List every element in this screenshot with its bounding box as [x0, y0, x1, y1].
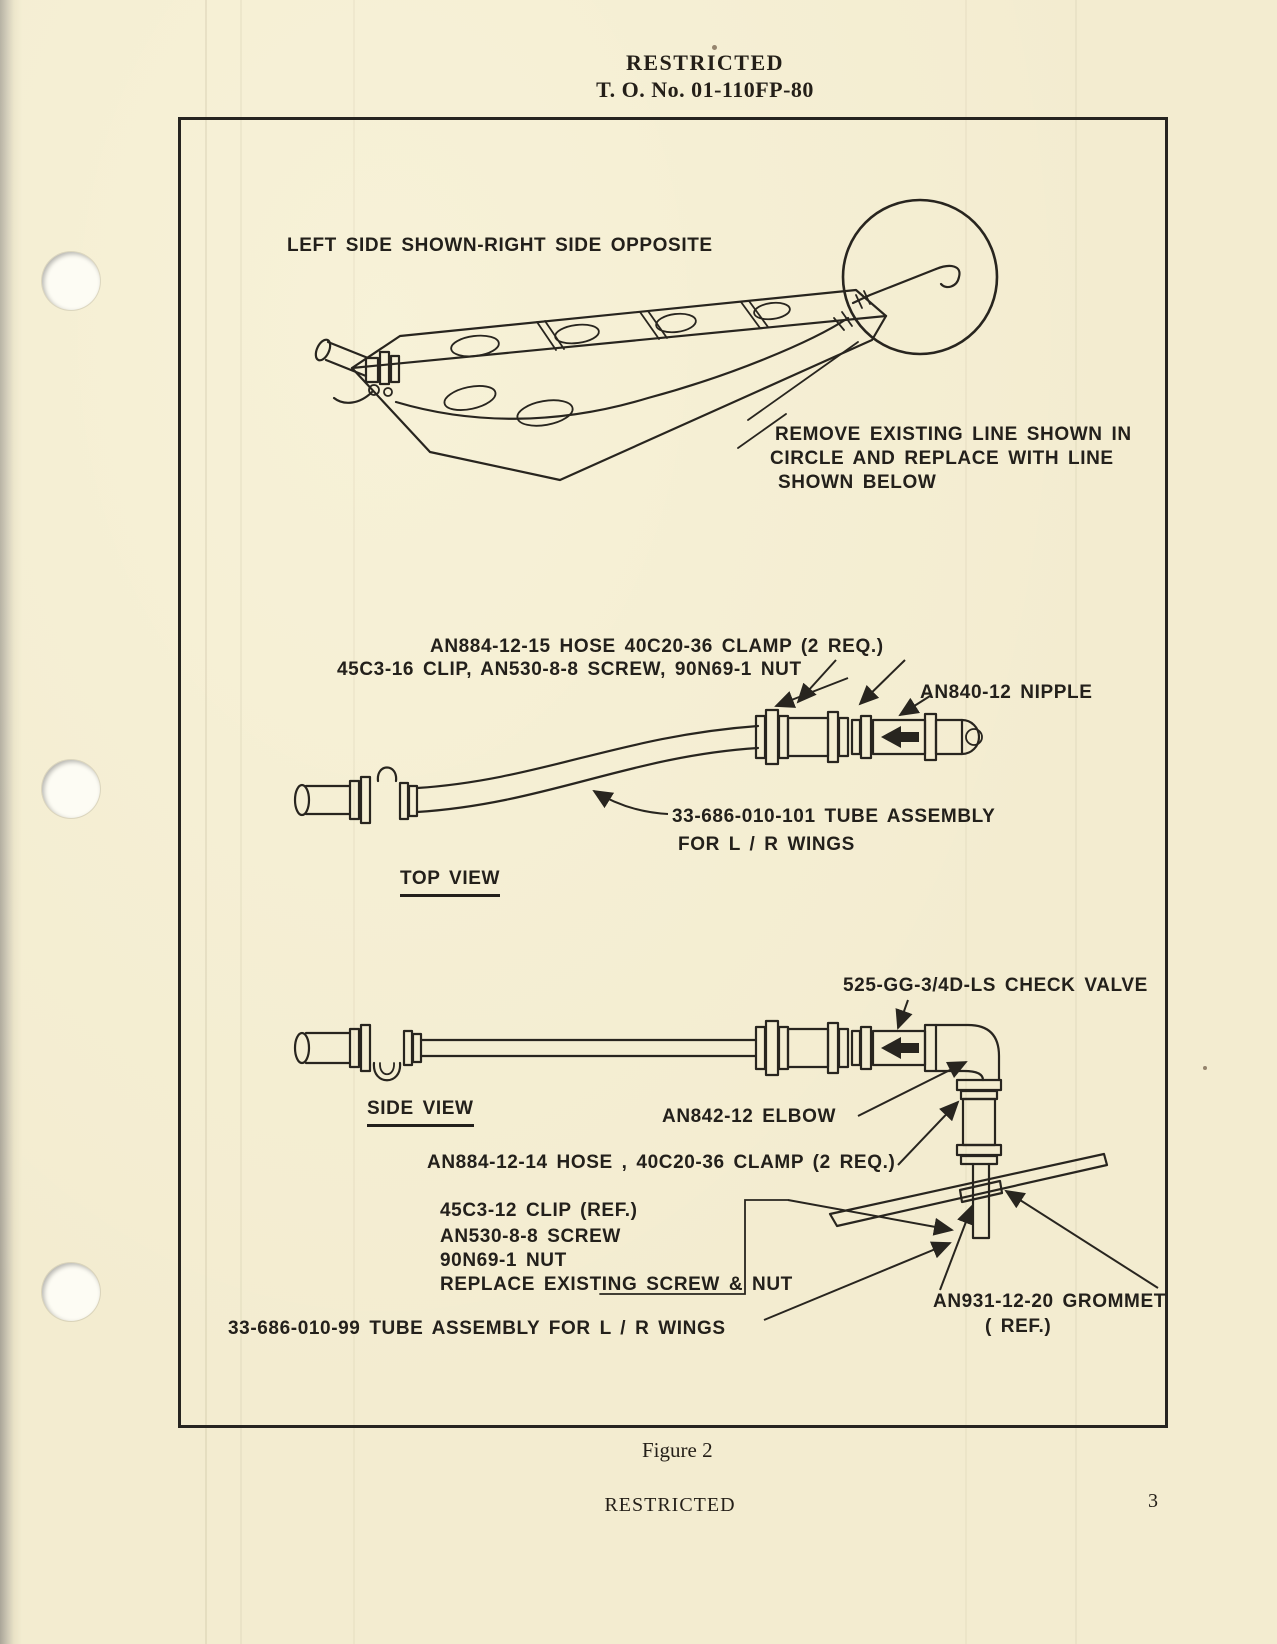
paper-crease: [205, 0, 207, 1644]
punch-hole: [42, 252, 100, 310]
top-view-label: TOP VIEW: [400, 868, 501, 897]
sideview-check-valve-callout: 525-GG-3/4D-LS CHECK VALVE: [843, 975, 1148, 996]
footer-classification: RESTRICTED: [604, 1494, 736, 1516]
sideview-tube-assembly-callout: 33-686-010-99 TUBE ASSEMBLY FOR L / R WI…: [228, 1318, 726, 1339]
page-number: 3: [1148, 1490, 1158, 1512]
wing-illustration: [314, 288, 888, 482]
clip-block-line4: REPLACE EXISTING SCREW & NUT: [440, 1274, 793, 1295]
paper-speck: [1203, 1066, 1207, 1070]
detail-note-line1: REMOVE EXISTING LINE SHOWN IN: [775, 424, 1132, 445]
paper-speck: [712, 45, 717, 50]
side-view-label: SIDE VIEW: [367, 1098, 474, 1127]
sideview-hose-clamp-callout: AN884-12-14 HOSE , 40C20-36 CLAMP (2 REQ…: [427, 1152, 896, 1173]
clip-block-line1: 45C3-12 CLIP (REF.): [440, 1200, 638, 1221]
clip-block-line2: AN530-8-8 SCREW: [440, 1226, 621, 1247]
paper-crease: [353, 0, 355, 1644]
detail-note-line3: SHOWN BELOW: [778, 472, 937, 493]
detail-circle: [737, 198, 999, 449]
wing-view-note: LEFT SIDE SHOWN-RIGHT SIDE OPPOSITE: [287, 235, 713, 256]
figure-frame: [178, 117, 1168, 1428]
grommet-callout: AN931-12-20 GROMMET: [933, 1291, 1166, 1312]
top-view-drawing: [293, 659, 983, 825]
punch-hole: [42, 1263, 100, 1321]
topview-tube-assembly-callout: 33-686-010-101 TUBE ASSEMBLY: [672, 806, 996, 827]
clip-block-line3: 90N69-1 NUT: [440, 1250, 567, 1271]
paper-crease: [965, 0, 967, 1644]
topview-nipple-callout: AN840-12 NIPPLE: [920, 682, 1093, 703]
topview-tube-assembly-callout-line2: FOR L / R WINGS: [678, 834, 855, 855]
header-to-number: T. O. No. 01-110FP-80: [596, 77, 814, 102]
header-classification: RESTRICTED: [625, 50, 785, 75]
punch-hole: [42, 760, 100, 818]
sideview-elbow-callout: AN842-12 ELBOW: [662, 1106, 836, 1127]
topview-hose-clamp-callout: AN884-12-15 HOSE 40C20-36 CLAMP (2 REQ.): [430, 636, 884, 657]
topview-clip-screw-nut-callout: 45C3-16 CLIP, AN530-8-8 SCREW, 90N69-1 N…: [337, 659, 802, 680]
side-view-drawing: [293, 999, 1159, 1321]
detail-note-line2: CIRCLE AND REPLACE WITH LINE: [770, 448, 1114, 469]
paper-crease: [240, 0, 242, 1644]
figure-caption: Figure 2: [642, 1438, 713, 1462]
grommet-callout-ref: ( REF.): [985, 1316, 1052, 1337]
paper-crease: [1075, 0, 1077, 1644]
